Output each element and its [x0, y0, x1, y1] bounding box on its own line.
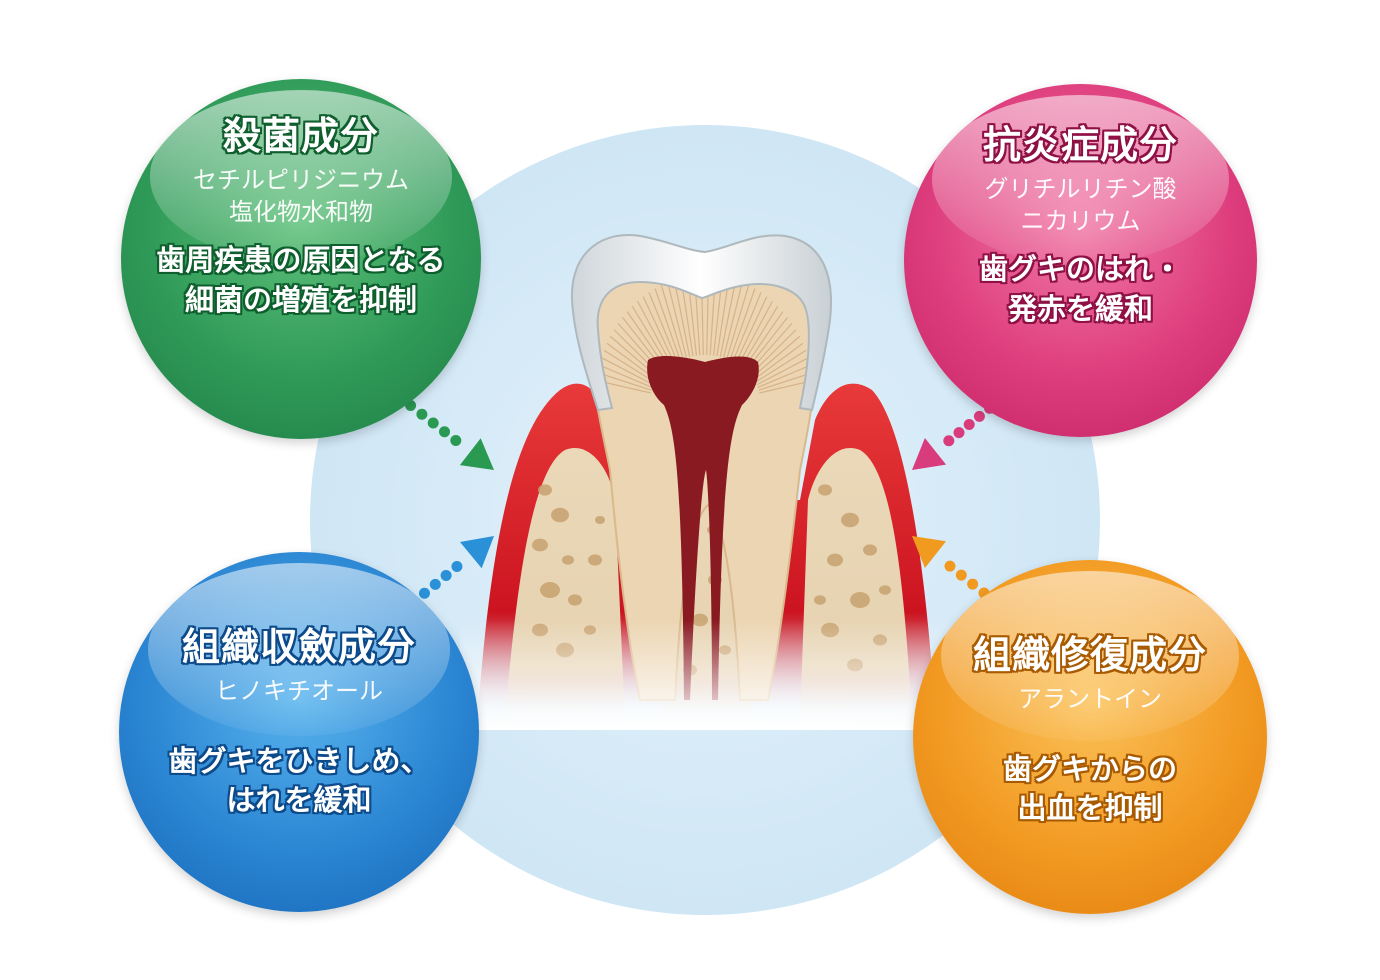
- effect-text: 歯周疾患の原因となる: [156, 243, 446, 278]
- effect-text: 細菌の増殖を抑制: [184, 282, 417, 317]
- bottom-fade: [460, 620, 950, 730]
- bubble-astringent: 組織収斂成分 ヒノキチオール 歯グキをひきしめ、 はれを緩和: [119, 552, 479, 912]
- ingredient-name: アラントイン: [1018, 685, 1162, 713]
- effect-text: 歯グキをひきしめ、: [168, 744, 430, 779]
- bubble-gloss: [932, 94, 1229, 265]
- effect-text: はれを緩和: [226, 783, 372, 818]
- bubble-title: 組織修復成分: [972, 633, 1207, 677]
- bubble-tissue-repair: 組織修復成分 アラントイン 歯グキからの 出血を抑制: [913, 560, 1267, 914]
- effect-text: 出血を抑制: [1017, 791, 1163, 826]
- ingredient-name: ニカリウム: [1020, 208, 1141, 236]
- bubble-title: 組織収斂成分: [181, 625, 416, 669]
- ingredient-name: ヒノキチオール: [215, 677, 383, 705]
- effect-text: 発赤を緩和: [1007, 291, 1153, 326]
- bubble-anti-inflammatory: 抗炎症成分 グリチルリチン酸 ニカリウム 歯グキのはれ・ 発赤を緩和: [904, 84, 1257, 437]
- effect-text: 歯グキのはれ・: [978, 252, 1182, 287]
- bubble-sterilizing: 殺菌成分 セチルピリジニウム 塩化物水和物 歯周疾患の原因となる 細菌の増殖を抑…: [121, 79, 481, 439]
- bubble-title: 抗炎症成分: [982, 123, 1178, 167]
- ingredient-name: 塩化物水和物: [229, 199, 373, 227]
- bubble-gloss: [149, 89, 453, 263]
- tooth-enamel: [570, 234, 832, 412]
- bubble-gloss: [941, 570, 1239, 741]
- bubble-title: 殺菌成分: [222, 114, 379, 158]
- bubble-gloss: [147, 562, 451, 736]
- ingredient-name: セチルピリジニウム: [193, 166, 409, 194]
- tooth-pulp: [647, 356, 759, 700]
- ingredient-name: グリチルリチン酸: [984, 175, 1177, 203]
- effect-text: 歯グキからの: [1002, 752, 1177, 787]
